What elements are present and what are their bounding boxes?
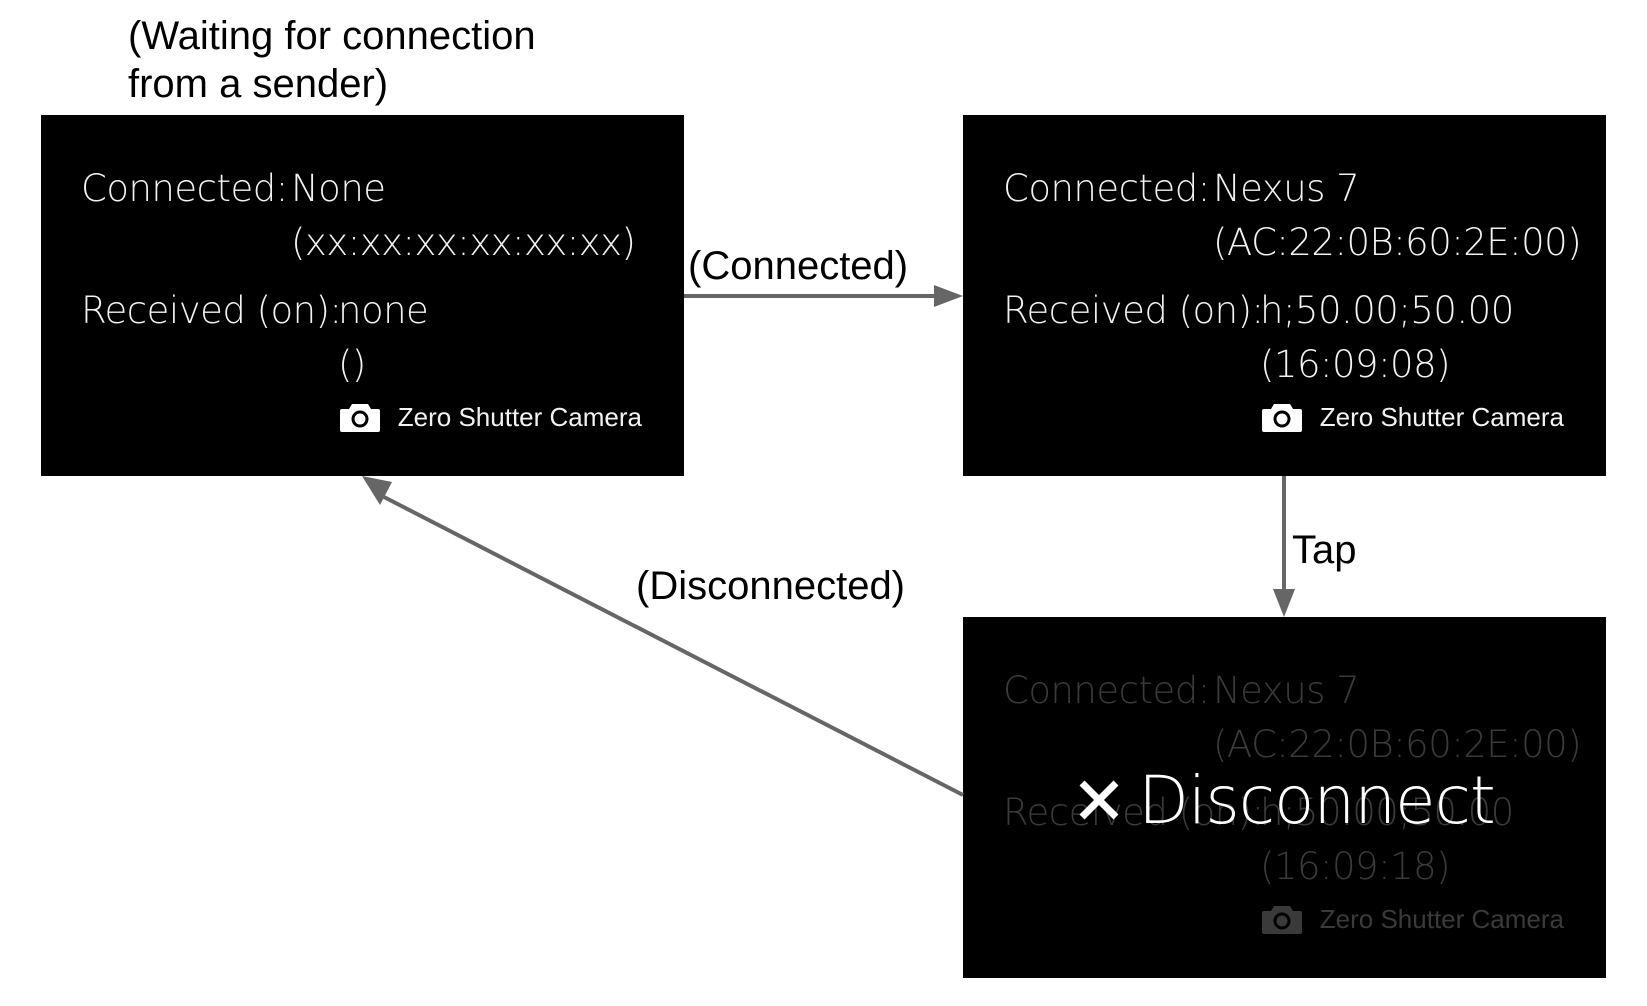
app-footer: Zero Shutter Camera <box>339 400 642 434</box>
device-address: (AC:22:0B:60:2E:00) <box>1213 723 1582 766</box>
screen-idle: Connected: None (xx:xx:xx:xx:xx:xx) Rece… <box>41 115 684 476</box>
waiting-caption-line-2: from a sender) <box>128 62 389 106</box>
waiting-caption-line-1: (Waiting for connection <box>128 14 536 58</box>
arrow-connected <box>684 285 963 307</box>
received-label: Received (on): <box>1003 289 1264 332</box>
screen-disconnect[interactable]: Connected: Nexus 7 (AC:22:0B:60:2E:00) R… <box>963 617 1606 978</box>
received-value: h;50.00;50.00 <box>1260 289 1514 332</box>
device-name: None <box>291 167 386 210</box>
device-name: Nexus 7 <box>1213 167 1360 210</box>
device-address: (xx:xx:xx:xx:xx:xx) <box>291 221 636 264</box>
received-label: Received (on): <box>1003 791 1264 834</box>
camera-icon <box>339 404 380 432</box>
app-name: Zero Shutter Camera <box>397 401 642 432</box>
app-name: Zero Shutter Camera <box>1319 903 1564 934</box>
disconnect-label: Disconnect <box>1138 761 1496 839</box>
received-value: h;50.00;50.00 <box>1260 791 1514 834</box>
received-value: none <box>338 289 429 332</box>
received-time: () <box>338 343 366 386</box>
camera-icon <box>1261 404 1302 432</box>
connected-label: Connected: <box>1003 669 1210 712</box>
received-label: Received (on): <box>81 289 342 332</box>
device-name: Nexus 7 <box>1213 669 1360 712</box>
app-footer: Zero Shutter Camera <box>1261 400 1564 434</box>
device-address: (AC:22:0B:60:2E:00) <box>1213 221 1582 264</box>
connected-label: Connected: <box>1003 167 1210 210</box>
screen-connected: Connected: Nexus 7 (AC:22:0B:60:2E:00) R… <box>963 115 1606 476</box>
disconnected-caption: (Disconnected) <box>636 564 906 608</box>
connected-caption: (Connected) <box>688 244 909 288</box>
received-time: (16:09:08) <box>1260 343 1451 386</box>
received-time: (16:09:18) <box>1260 845 1451 888</box>
camera-icon <box>1261 906 1302 934</box>
app-footer: Zero Shutter Camera <box>1261 902 1564 936</box>
arrow-tap <box>1273 476 1295 617</box>
connected-label: Connected: <box>81 167 288 210</box>
app-name: Zero Shutter Camera <box>1319 401 1564 432</box>
arrow-disconnected <box>362 476 964 797</box>
tap-caption: Tap <box>1292 528 1357 572</box>
close-icon <box>1079 780 1119 820</box>
disconnect-option[interactable]: Disconnect <box>963 755 1606 845</box>
